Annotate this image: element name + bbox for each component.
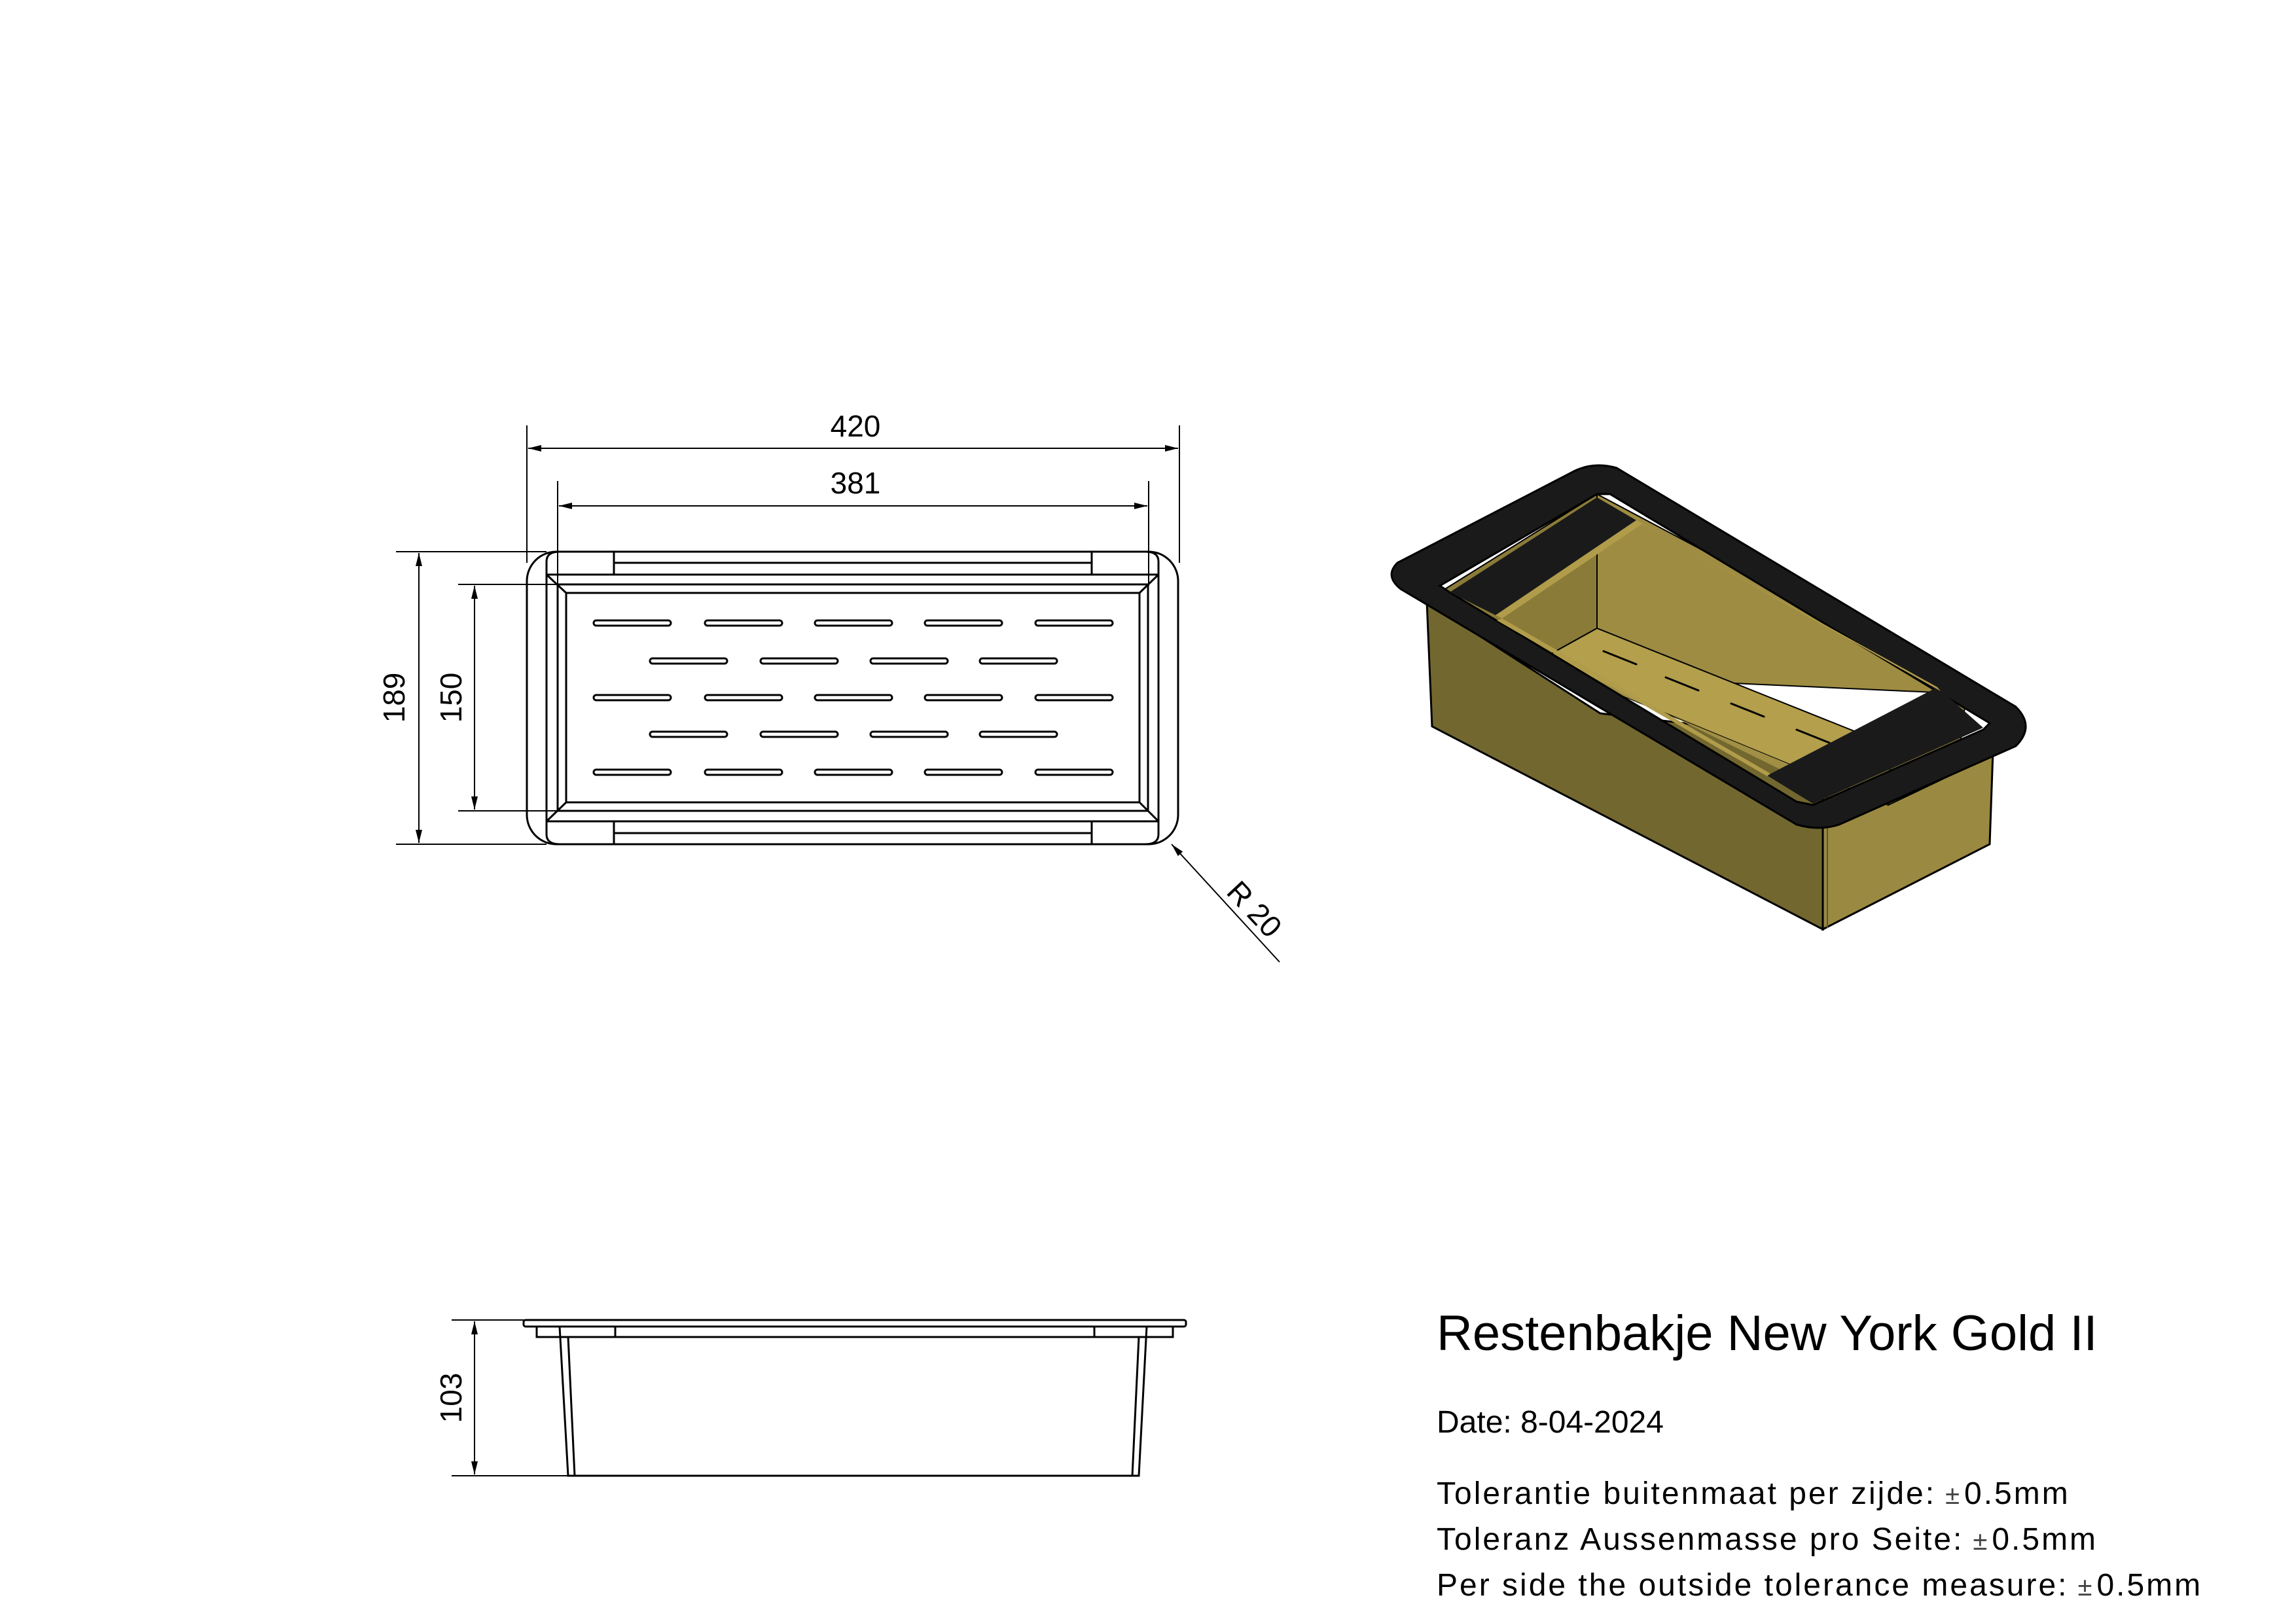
drain-slot (649, 657, 728, 665)
drain-slot (704, 619, 783, 627)
drain-slot (869, 730, 949, 738)
basket-outer-edge (545, 573, 1160, 823)
tolerance-value: 0.5mm (2096, 1568, 2203, 1603)
corner-pad-bl (545, 821, 615, 846)
top-view (526, 550, 1179, 846)
drain-slot (759, 730, 839, 738)
iso-rim (1390, 464, 2027, 829)
dim-height: 103 (434, 1373, 468, 1423)
outer-rim-outline (526, 550, 1179, 846)
tolerance-label: Toleranz Aussenmasse pro Seite: (1437, 1522, 1964, 1557)
drain-slot (592, 619, 672, 627)
top-view-dimensions (396, 425, 1280, 963)
tolerance-notes: Tolerantie buitenmaat per zijde: ±0.5mm T… (1437, 1472, 2287, 1609)
corner-pad-br (1090, 821, 1160, 846)
side-rim (522, 1319, 1187, 1328)
title-block: Restenbakje New York Gold II Date: 8-04-… (1437, 1309, 2287, 1609)
drain-slots (592, 619, 1114, 776)
tolerance-line-en: Per side the outside tolerance measure: ±… (1437, 1563, 2287, 1609)
plus-minus-symbol: ± (1945, 1481, 1962, 1510)
tolerance-label: Tolerantie buitenmaat per zijde: (1437, 1476, 1937, 1511)
drain-slot (814, 768, 893, 776)
drain-slot (814, 694, 893, 702)
drain-slot (978, 730, 1058, 738)
drain-slot (592, 768, 672, 776)
drain-slot (869, 657, 949, 665)
tolerance-value: 0.5mm (1964, 1476, 2070, 1511)
drain-slot (1034, 694, 1114, 702)
drawing-title: Restenbakje New York Gold II (1437, 1306, 2098, 1361)
dim-outer-length: 420 (831, 409, 881, 443)
drain-slot (1034, 619, 1114, 627)
drain-slot (924, 619, 1003, 627)
drain-slot (759, 657, 839, 665)
drain-slot (592, 694, 672, 702)
drain-slot (978, 657, 1058, 665)
dim-outer-width: 189 (377, 673, 411, 723)
side-view-dimensions (452, 1319, 568, 1476)
dim-inner-width: 150 (434, 673, 468, 723)
drain-slot (704, 694, 783, 702)
drawing-date: Date: 8-04-2024 (1437, 1405, 1664, 1440)
side-basket-body (558, 1326, 1148, 1477)
dim-line-radius (1171, 844, 1280, 963)
basket-inner-edge (556, 583, 1149, 812)
drain-slot (1034, 768, 1114, 776)
tolerance-line-de: Toleranz Aussenmasse pro Seite: ±0.5mm (1437, 1518, 2287, 1563)
drain-slot (814, 619, 893, 627)
plus-minus-symbol: ± (1973, 1527, 1990, 1556)
corner-pad-tl (545, 550, 615, 575)
tolerance-line-nl: Tolerantie buitenmaat per zijde: ±0.5mm (1437, 1472, 2287, 1518)
isometric-view (1390, 464, 2027, 931)
corner-pad-tr (1090, 550, 1160, 575)
dim-inner-length: 381 (831, 466, 881, 500)
drain-slot (649, 730, 728, 738)
side-view (522, 1319, 1187, 1477)
plus-minus-symbol: ± (2077, 1573, 2094, 1601)
drain-slot (704, 768, 783, 776)
tolerance-value: 0.5mm (1992, 1522, 2098, 1557)
tolerance-label: Per side the outside tolerance measure: (1437, 1568, 2069, 1603)
drain-slot (924, 768, 1003, 776)
drain-slot (924, 694, 1003, 702)
